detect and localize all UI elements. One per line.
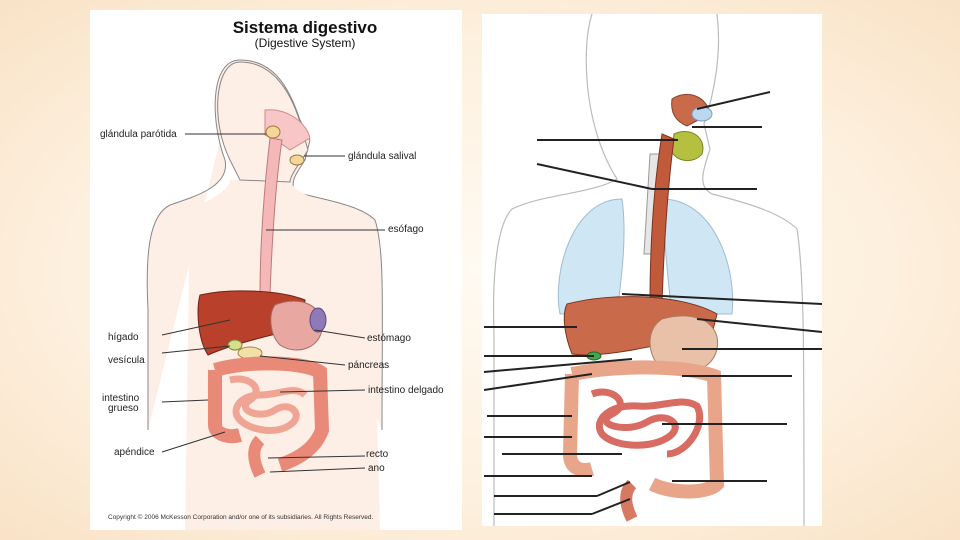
label-gallbladder: vesícula <box>108 356 145 366</box>
rectum <box>626 484 632 519</box>
label-salivary: glándula salival <box>348 152 416 162</box>
label-esophagus: esófago <box>388 225 424 235</box>
label-stomach: estómago <box>367 334 411 344</box>
gallbladder <box>228 340 242 350</box>
label-anus: ano <box>368 464 385 474</box>
body-outline <box>494 14 804 526</box>
copyright-text: Copyright © 2006 McKesson Corporation an… <box>108 514 373 521</box>
blank-diagram-panel <box>482 14 822 526</box>
label-rectum: recto <box>366 450 388 460</box>
rectum <box>254 440 260 475</box>
label-appendix: apéndice <box>114 448 155 458</box>
diagram-subtitle: (Digestive System) <box>180 36 430 50</box>
parotid-gland <box>266 126 280 138</box>
palate <box>692 107 712 121</box>
blank-diagram-illustration <box>482 14 822 526</box>
labeled-diagram-panel: Sistema digestivo (Digestive System) glá… <box>90 10 462 530</box>
torso-fill <box>185 180 380 530</box>
label-small-intestine: intestino delgado <box>368 386 444 396</box>
label-pancreas: páncreas <box>348 361 389 371</box>
diagram-title: Sistema digestivo <box>180 18 430 38</box>
tongue <box>672 132 703 161</box>
label-liver: hígado <box>108 333 139 343</box>
label-parotid: glándula parótida <box>100 130 177 140</box>
label-large-intestine-2: grueso <box>108 404 139 414</box>
salivary-gland <box>290 155 304 165</box>
spleen <box>310 308 326 332</box>
